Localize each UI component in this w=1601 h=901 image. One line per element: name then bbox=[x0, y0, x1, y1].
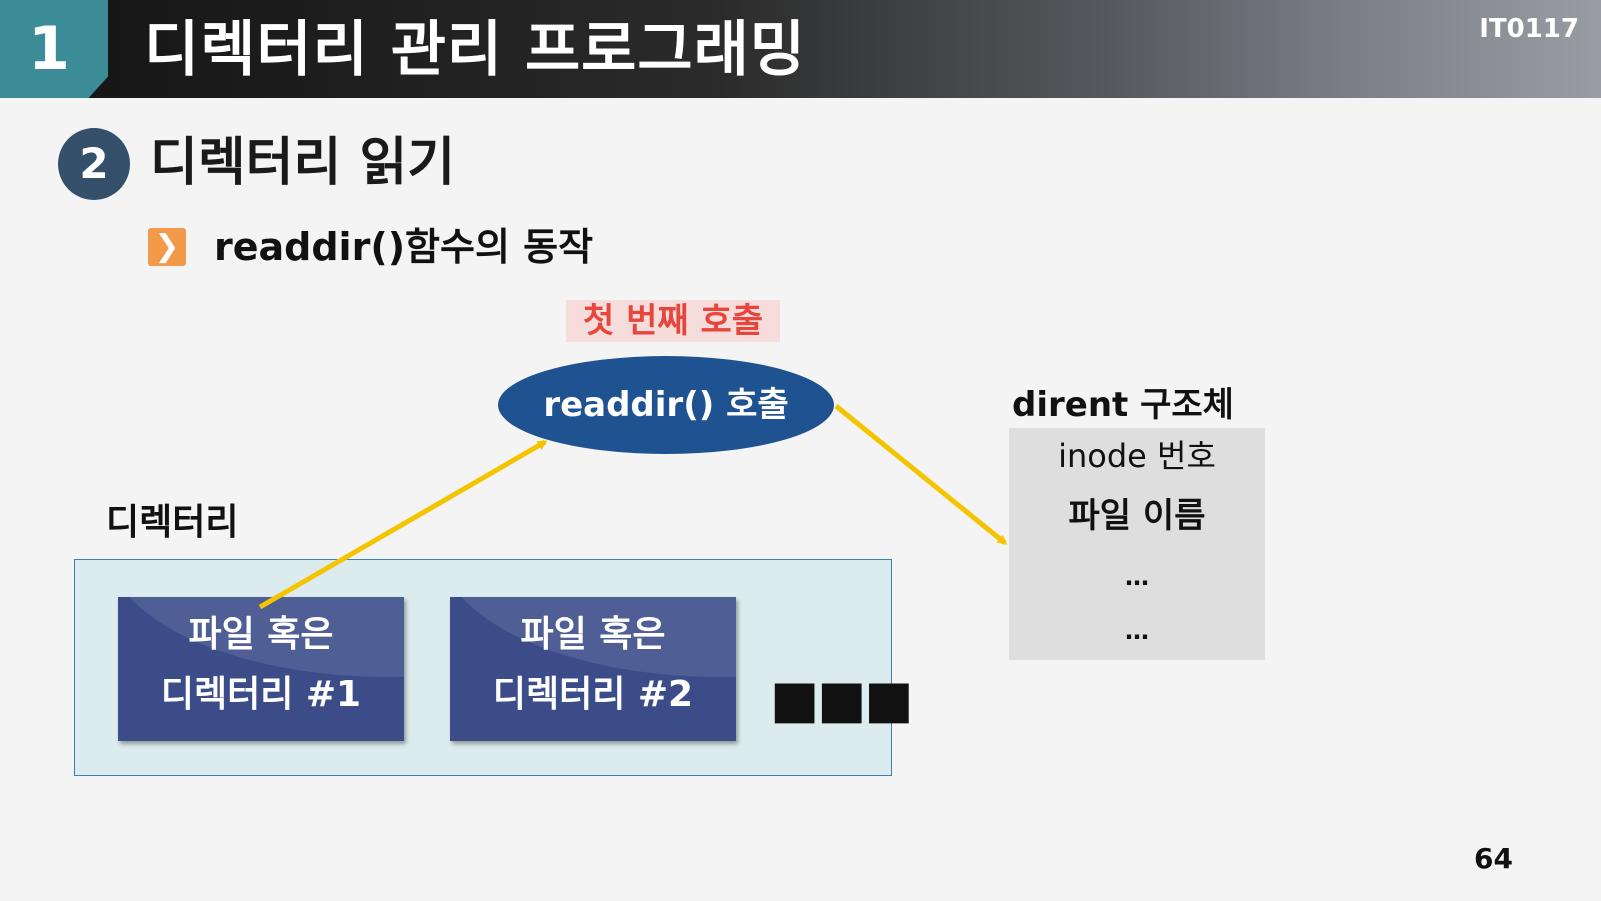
header-bar: 1 디렉터리 관리 프로그래밍 IT0117 bbox=[0, 0, 1601, 98]
dirent-field-inode: inode 번호 bbox=[1058, 437, 1216, 475]
directory-label: 디렉터리 bbox=[106, 502, 239, 543]
bullet-text: readdir()함수의 동작 bbox=[214, 225, 594, 269]
entry-line2: 디렉터리 #1 bbox=[160, 674, 362, 715]
dirent-struct-label: dirent 구조체 bbox=[1012, 385, 1234, 425]
page-number: 64 bbox=[1474, 842, 1513, 875]
directory-entry-1: 파일 혹은 디렉터리 #1 bbox=[118, 597, 404, 741]
entry-line1: 파일 혹은 bbox=[520, 614, 666, 655]
entry-line1: 파일 혹은 bbox=[188, 614, 334, 655]
dirent-struct-box: inode 번호 파일 이름 … … bbox=[1009, 428, 1265, 660]
arrow-readdir-to-dirent bbox=[834, 404, 1008, 545]
first-call-label: 첫 번째 호출 bbox=[566, 300, 780, 342]
header-title: 디렉터리 관리 프로그래밍 bbox=[144, 15, 806, 85]
directory-entry-2: 파일 혹은 디렉터리 #2 bbox=[450, 597, 736, 741]
dirent-field-ellipsis: … bbox=[1125, 617, 1149, 645]
entry-line2: 디렉터리 #2 bbox=[492, 674, 694, 715]
course-code: IT0117 bbox=[1479, 14, 1579, 44]
readdir-call-ellipse: readdir() 호출 bbox=[498, 356, 834, 454]
chevron-right-icon: ❯ bbox=[148, 228, 186, 266]
subsection-title: 디렉터리 읽기 bbox=[150, 133, 456, 193]
section-number: 1 bbox=[0, 0, 108, 98]
dirent-field-ellipsis: … bbox=[1125, 563, 1149, 591]
dirent-field-filename: 파일 이름 bbox=[1068, 496, 1206, 536]
subsection-number-badge: 2 bbox=[58, 128, 130, 200]
more-entries-indicator: ■■■ bbox=[770, 670, 913, 730]
